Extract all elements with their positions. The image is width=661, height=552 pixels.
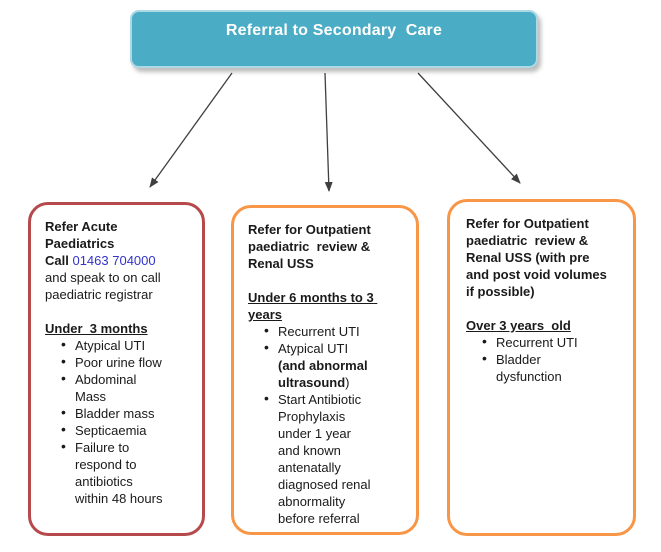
box-title: Refer for Outpatient paediatric review &… — [248, 222, 375, 271]
list-item: Recurrent UTI — [482, 333, 596, 351]
list-item: Septicaemia — [61, 421, 167, 439]
bullet-bold-text: (and abnormal ultrasound — [278, 358, 368, 390]
age-group-heading: Under 3 months — [45, 321, 148, 336]
criteria-list: Recurrent UTI Bladder dysfunction — [466, 333, 625, 385]
box-title: Refer Acute Paediatrics — [45, 219, 122, 251]
title-box: Referral to Secondary Care — [130, 10, 538, 68]
list-item: Recurrent UTI — [264, 322, 375, 340]
call-label: Call — [45, 253, 69, 268]
list-item: Start Antibiotic Prophylaxis under 1 yea… — [264, 390, 375, 527]
age-group-heading: Under 6 months to 3 years — [248, 290, 378, 322]
list-item: Bladder dysfunction — [482, 350, 596, 385]
arrow-to-acute-paediatrics — [149, 72, 233, 188]
acute-intro: Refer Acute Paediatrics Call 01463 70400… — [45, 218, 187, 303]
arrow-to-outpatient-under3 — [324, 72, 333, 192]
call-line: Call 01463 704000 — [45, 252, 187, 269]
list-item: Failure to respond to antibiotics within… — [61, 438, 167, 507]
box-acute-paediatrics: Refer Acute Paediatrics Call 01463 70400… — [28, 202, 205, 536]
page-title: Referral to Secondary Care — [225, 22, 443, 39]
list-item: Atypical UTI (and abnormal ultrasound) — [264, 339, 375, 391]
list-item: Poor urine flow — [61, 353, 167, 371]
criteria-list: Atypical UTI Poor urine flow Abdominal M… — [45, 336, 192, 507]
phone-link[interactable]: 01463 704000 — [72, 253, 156, 268]
bullet-text: Atypical UTI — [278, 341, 349, 356]
call-instruction: and speak to on call paediatric registra… — [45, 270, 161, 302]
box-outpatient-over3: Refer for Outpatient paediatric review &… — [447, 199, 636, 536]
list-item: Atypical UTI — [61, 336, 167, 354]
bullet-text: ) — [345, 375, 350, 390]
arrow-to-outpatient-over3 — [417, 72, 521, 184]
list-item: Abdominal Mass — [61, 370, 167, 405]
criteria-list: Recurrent UTI Atypical UTI (and abnormal … — [248, 322, 408, 527]
age-group-heading: Over 3 years old — [466, 318, 571, 333]
list-item: Bladder mass — [61, 404, 167, 422]
box-outpatient-under3: Refer for Outpatient paediatric review &… — [231, 205, 419, 535]
box-title: Refer for Outpatient paediatric review &… — [466, 216, 611, 299]
